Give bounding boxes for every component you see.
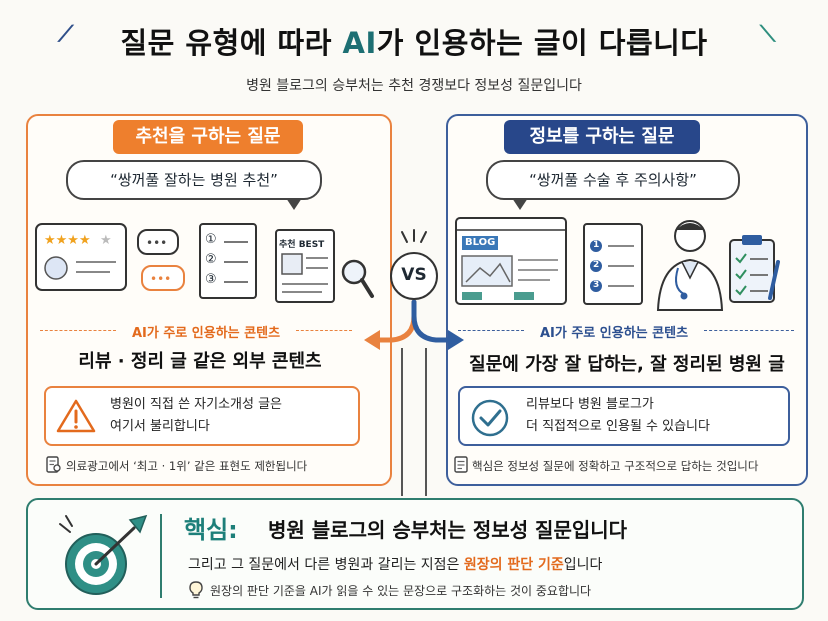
right-doc-icon (454, 456, 468, 473)
right-cite-label: AI가 주로 인용하는 콘텐츠 (539, 326, 689, 341)
svg-text:★★★★: ★★★★ (44, 233, 91, 248)
left-spark-icon: ⟋ (58, 22, 74, 47)
key-title: 병원 블로그의 승부처는 정보성 질문입니다 (268, 518, 628, 542)
left-note-line-1: 병원이 직접 쓴 자기소개성 글은 (110, 397, 283, 412)
key-tip: 원장의 판단 기준을 AI가 읽을 수 있는 문장으로 구조화하는 것이 중요합… (210, 584, 592, 598)
numbered-list-document-icon (583, 223, 643, 305)
right-dash-divider-a (458, 330, 524, 331)
key-line-highlight: 원장의 판단 기준 (463, 557, 564, 573)
right-footnote: 핵심은 정보성 질문에 정확하고 구조적으로 답하는 것입니다 (472, 459, 759, 473)
left-headline: 리뷰 · 정리 글 같은 외부 콘텐츠 (78, 351, 322, 372)
chat-bubbles-icon: ••• ••• (137, 229, 185, 291)
key-message-panel: 핵심: 병원 블로그의 승부처는 정보성 질문입니다 그리고 그 질문에서 다른… (26, 498, 804, 610)
recommendation-pill: 추천을 구하는 질문 (113, 120, 303, 154)
key-line: 그리고 그 질문에서 다른 병원과 갈리는 지점은 원장의 판단 기준입니다 (188, 554, 602, 574)
information-pill: 정보를 구하는 질문 (504, 120, 700, 154)
left-cite-label: AI가 주로 인용하는 콘텐츠 (131, 326, 281, 341)
right-note-line-2: 더 직접적으로 인용될 수 있습니다 (526, 419, 710, 434)
right-headline: 질문에 가장 잘 답하는, 잘 정리된 병원 글 (469, 354, 785, 375)
title-suffix: 가 인용하는 글이 다릅니다 (376, 26, 708, 60)
vs-spark-lines (401, 229, 427, 243)
page-subtitle: 병원 블로그의 승부처는 추천 경쟁보다 정보성 질문입니다 (246, 78, 582, 94)
left-note-line-2: 여기서 불리합니다 (110, 419, 210, 434)
recommendation-bubble-tail (286, 198, 302, 210)
vs-badge: VS (390, 252, 438, 300)
right-doc-item-2: 2 (593, 260, 600, 270)
blog-label: BLOG (465, 237, 496, 248)
right-check-note: 리뷰보다 병원 블로그가 더 직접적으로 인용될 수 있습니다 (458, 386, 790, 446)
left-warning-note: 병원이 직접 쓴 자기소개성 글은 여기서 불리합니다 (44, 386, 360, 446)
news-article-title: 추천 BEST (279, 240, 325, 250)
left-doc-item-2: ② (205, 252, 217, 267)
left-footnote: 의료광고에서 ‘최고 · 1위’ 같은 표현도 제한됩니다 (66, 459, 308, 473)
right-doc-item-3: 3 (593, 280, 600, 290)
key-line-prefix: 그리고 그 질문에서 다른 병원과 갈리는 지점은 (188, 557, 464, 573)
information-quote-bubble: “쌍꺼풀 수술 후 주의사항” (486, 160, 740, 200)
key-divider (160, 514, 162, 598)
title-prefix: 질문 유형에 따라 (120, 26, 343, 60)
news-article-icon (275, 229, 335, 303)
svg-text:★: ★ (100, 233, 112, 248)
right-doc-item-1: 1 (593, 240, 600, 250)
left-doc-search-icon (46, 456, 61, 473)
left-doc-item-3: ③ (205, 272, 217, 287)
lightbulb-icon (189, 581, 203, 599)
right-dash-divider-b (704, 330, 794, 331)
warning-triangle-icon (56, 399, 96, 433)
split-arrows (364, 299, 464, 496)
page-title: 질문 유형에 따라 AI가 인용하는 글이 다릅니다 (0, 20, 828, 62)
target-dart-icon (59, 514, 148, 595)
left-doc-item-1: ① (205, 232, 217, 247)
right-spark-icon: ⟍ (760, 22, 776, 47)
svg-text:•••: ••• (146, 236, 167, 250)
right-note-line-1: 리뷰보다 병원 블로그가 (526, 397, 654, 412)
magnifier-icon (341, 259, 374, 298)
svg-text:•••: ••• (150, 272, 171, 286)
title-ai: AI (342, 26, 377, 60)
doctor-icon (656, 220, 724, 311)
information-bubble-tail (512, 198, 528, 210)
checklist-clipboard-icon (729, 235, 780, 303)
recommendation-quote-bubble: “쌍꺼풀 잘하는 병원 추천” (66, 160, 322, 200)
blog-window-icon (455, 217, 567, 305)
key-label: 핵심: (184, 516, 238, 544)
left-dash-divider-b (296, 330, 352, 331)
left-dash-divider-a (40, 330, 116, 331)
review-card-icon: ★★★★ ★ (35, 223, 127, 291)
numbered-document-icon (199, 223, 257, 299)
key-line-suffix: 입니다 (563, 557, 603, 573)
check-circle-icon (471, 399, 509, 437)
